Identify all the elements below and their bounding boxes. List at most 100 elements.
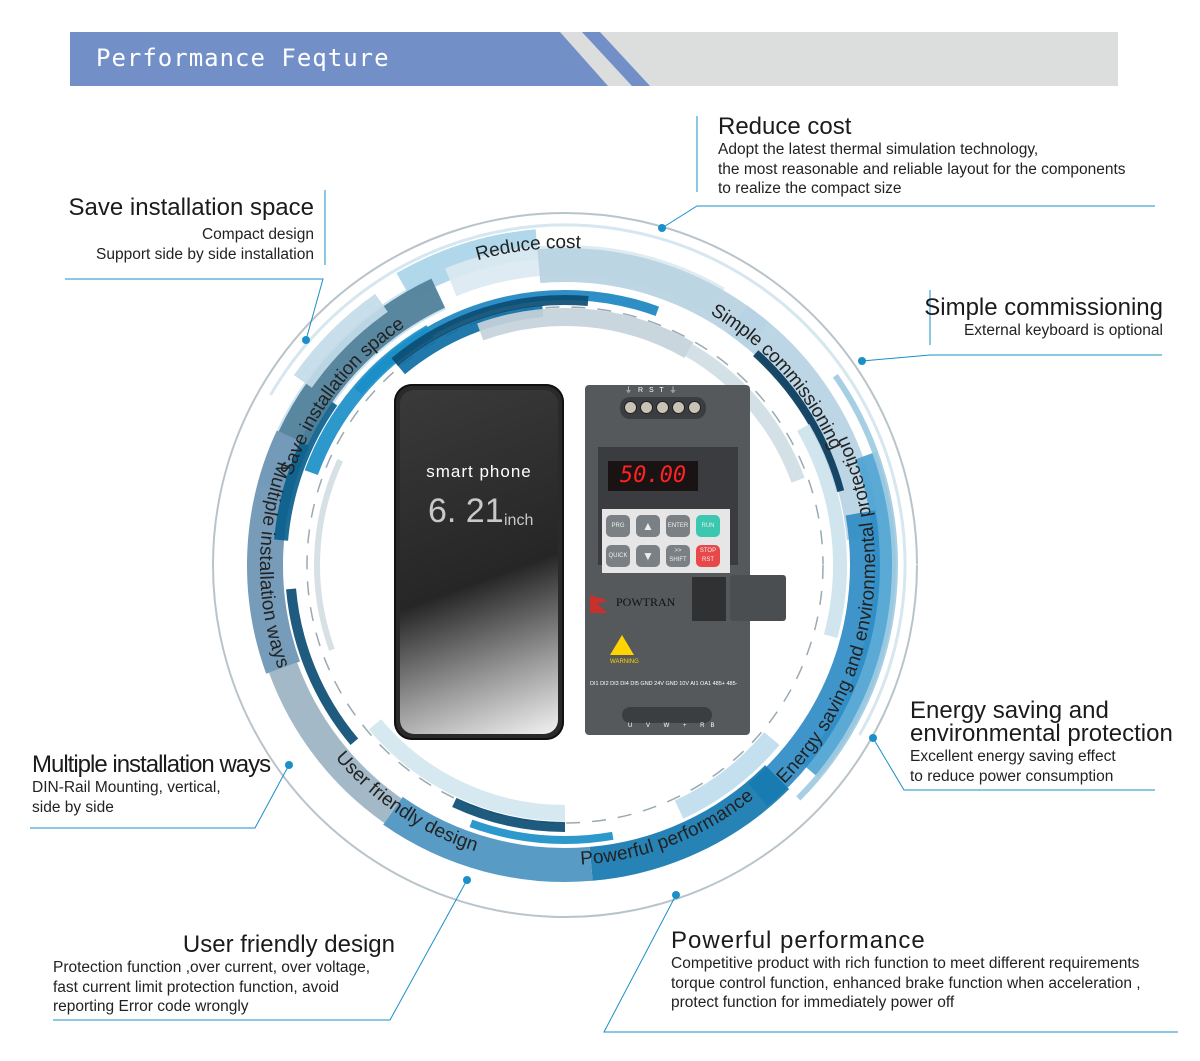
feature-title: Reduce cost bbox=[718, 113, 852, 140]
ring-segment bbox=[383, 796, 593, 882]
feature-line: Support side by side installation bbox=[96, 245, 314, 263]
feature-line: DIN-Rail Mounting, vertical, bbox=[32, 779, 221, 796]
feature-line: External keyboard is optional bbox=[963, 322, 1163, 339]
feature-simple-commissioning: Simple commissioning External keyboard i… bbox=[924, 295, 1163, 341]
bottom-terminal-block bbox=[622, 707, 712, 723]
led-display: 50.00 bbox=[608, 461, 698, 491]
ring-segment bbox=[278, 278, 446, 446]
rj45-port bbox=[692, 577, 726, 621]
feature-line: Adopt the latest thermal simulation tech… bbox=[718, 141, 1039, 158]
banner-blue-band bbox=[70, 32, 608, 86]
ring-segment bbox=[469, 819, 614, 844]
page-title: Performance Feqture bbox=[96, 44, 390, 72]
feature-line: Compact design bbox=[201, 226, 314, 243]
feature-title: Save installation space bbox=[68, 194, 314, 221]
keypad: PRG ▲ ENTER RUN QUICK ▼ >> SHIFT STOP RS… bbox=[602, 509, 730, 573]
feature-multiple-ways: Multiple installation ways DIN-Rail Moun… bbox=[32, 751, 271, 817]
feature-line: to realize the compact size bbox=[718, 180, 902, 197]
key-prg: PRG bbox=[606, 515, 630, 537]
leader-energy bbox=[872, 737, 1155, 791]
brand-name: POWTRAN bbox=[616, 595, 676, 609]
ring-segment bbox=[727, 305, 881, 541]
outer-thin-arc bbox=[269, 223, 907, 736]
ring-segment bbox=[477, 308, 694, 359]
feature-line: reporting Error code wrongly bbox=[53, 998, 249, 1015]
warning-icon bbox=[610, 635, 634, 655]
feature-reduce-cost: Reduce cost Adopt the latest thermal sim… bbox=[718, 114, 1126, 199]
ring-segment bbox=[748, 510, 880, 807]
ring-segment bbox=[685, 344, 805, 483]
phone-unit: inch bbox=[504, 512, 534, 529]
leader-powerful bbox=[603, 894, 1178, 1033]
control-terminal-labels: DI1 DI2 DI3 DI4 DI5 GND 24V GND 10V AI1 … bbox=[590, 681, 738, 687]
ring-segment bbox=[797, 424, 847, 638]
feature-title: Energy saving and bbox=[910, 697, 1109, 724]
feature-line: protect function for immediately power o… bbox=[671, 994, 955, 1011]
key-shift: >> SHIFT bbox=[666, 545, 690, 567]
ring-segment bbox=[268, 662, 402, 824]
feature-line: Excellent energy saving effect bbox=[910, 748, 1116, 765]
top-terminal-block bbox=[620, 397, 706, 419]
top-terminal-labels: ⏚ R S T ⏚ bbox=[625, 387, 679, 394]
feature-line: torque control function, enhanced brake … bbox=[671, 974, 1141, 992]
ring-segment bbox=[314, 458, 343, 651]
ring-segment bbox=[801, 451, 896, 778]
dot-user bbox=[463, 876, 471, 884]
key-enter: ENTER bbox=[666, 515, 690, 537]
key-quick: QUICK bbox=[606, 545, 630, 567]
ring-segment bbox=[452, 797, 566, 832]
ring-segment bbox=[286, 588, 359, 745]
bottom-terminal-labels: U V W + RB bbox=[628, 723, 721, 729]
feature-line: Protection function ,over current, over … bbox=[53, 959, 371, 976]
ring-segment bbox=[391, 295, 589, 366]
key-stop: STOP RST bbox=[696, 545, 720, 567]
ring-segment bbox=[368, 719, 566, 821]
feature-title: Multiple installation ways bbox=[32, 751, 271, 778]
ring-segment bbox=[396, 229, 539, 300]
ring-segment bbox=[674, 732, 780, 819]
phone-size: 6. 21 bbox=[428, 492, 504, 530]
ring-segment bbox=[589, 764, 790, 881]
feature-title: Simple commissioning bbox=[924, 294, 1163, 321]
feature-line: the most reasonable and reliable layout … bbox=[718, 160, 1126, 178]
dot-multiple bbox=[285, 761, 293, 769]
feature-powerful: Powerful performance Competitive product… bbox=[671, 928, 1141, 1013]
feature-title: Powerful performance bbox=[671, 927, 926, 954]
ring-segment bbox=[753, 350, 845, 493]
smartphone-image: smart phone 6. 21 inch bbox=[394, 384, 564, 740]
feature-save-space: Save installation space Compact design S… bbox=[69, 195, 314, 264]
leader-save-space-2 bbox=[65, 278, 324, 341]
ring-segment bbox=[293, 293, 388, 388]
inverter-image: ⏚ R S T ⏚ 50.00 PRG ▲ ENTER RUN QUICK ▼ … bbox=[580, 385, 786, 735]
header-banner: Performance Feqture bbox=[70, 32, 1118, 86]
leader-multiple bbox=[30, 764, 290, 829]
feature-line: Competitive product with rich function t… bbox=[671, 955, 1140, 972]
warning-label: WARNING bbox=[610, 659, 639, 665]
feature-line: side by side bbox=[32, 798, 114, 816]
leader-reduce-cost-2 bbox=[661, 205, 1155, 229]
phone-screen: smart phone 6. 21 inch bbox=[400, 390, 558, 734]
dot-simple bbox=[858, 357, 866, 365]
key-up: ▲ bbox=[636, 515, 660, 537]
inner-dashed-circle bbox=[306, 306, 824, 824]
ring-segment bbox=[247, 430, 310, 674]
outer-circle bbox=[212, 212, 918, 919]
leader-simple-2 bbox=[861, 354, 1162, 362]
feature-energy-saving: Energy saving and environmental protecti… bbox=[910, 698, 1173, 786]
feature-user-friendly: User friendly design Protection function… bbox=[53, 932, 395, 1017]
dot-reduce-cost bbox=[658, 224, 666, 232]
leader-user bbox=[53, 879, 468, 1021]
dot-save-space bbox=[302, 336, 310, 344]
ring-segment bbox=[537, 248, 769, 349]
key-run: RUN bbox=[696, 515, 720, 537]
key-down: ▼ bbox=[636, 545, 660, 567]
dot-energy bbox=[869, 734, 877, 742]
feature-line: to reduce power consumption bbox=[910, 767, 1114, 785]
ring-segment bbox=[796, 374, 898, 801]
dot-powerful bbox=[672, 891, 680, 899]
port-cover bbox=[730, 575, 786, 621]
phone-label: smart phone bbox=[426, 462, 532, 481]
feature-line: fast current limit protection function, … bbox=[53, 978, 340, 996]
feature-title: User friendly design bbox=[182, 931, 395, 958]
